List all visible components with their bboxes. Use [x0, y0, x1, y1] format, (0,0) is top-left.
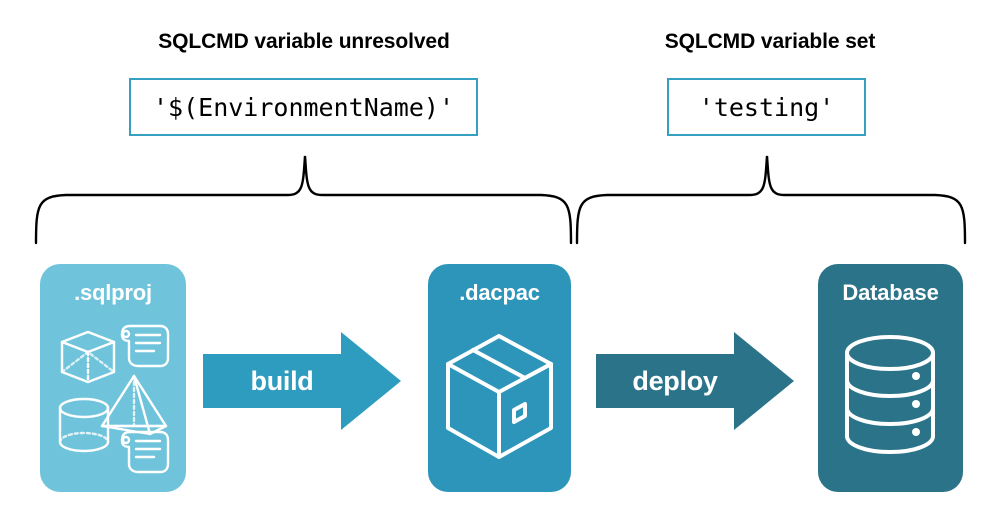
- arrow-build-shape: [203, 332, 401, 430]
- arrow-deploy-label: deploy: [632, 365, 718, 396]
- cylinder-icon: [58, 397, 110, 453]
- package-box-icon: [446, 334, 553, 459]
- arrow-build: build: [203, 332, 401, 430]
- stage-box-dacpac: .dacpac: [428, 264, 571, 492]
- brace-left: [34, 155, 573, 245]
- stage-label-database: Database: [842, 280, 939, 305]
- code-box-resolved-variable: 'testing': [667, 78, 866, 136]
- heading-sqlcmd-unresolved: SQLCMD variable unresolved: [158, 30, 450, 53]
- database-status-dots: [912, 372, 920, 436]
- script-scroll-icon-bottom: [120, 430, 170, 474]
- pyramid-icon: [100, 374, 168, 436]
- stage-box-sqlproj: .sqlproj: [40, 264, 186, 492]
- stage-box-database: Database: [818, 264, 963, 492]
- stage-label-dacpac: .dacpac: [459, 280, 540, 305]
- arrow-build-label: build: [250, 365, 314, 396]
- arrow-deploy: deploy: [596, 332, 794, 430]
- database-cylinder-icon: [845, 335, 935, 454]
- stage-label-sqlproj: .sqlproj: [74, 280, 152, 305]
- arrow-deploy-shape: [596, 332, 794, 430]
- sql-objects-icon: [58, 324, 170, 474]
- script-scroll-icon-top: [120, 324, 170, 368]
- code-box-unresolved-variable: '$(EnvironmentName)': [129, 78, 478, 136]
- cube-icon: [60, 330, 116, 384]
- brace-right: [575, 155, 967, 245]
- heading-sqlcmd-set: SQLCMD variable set: [664, 30, 876, 53]
